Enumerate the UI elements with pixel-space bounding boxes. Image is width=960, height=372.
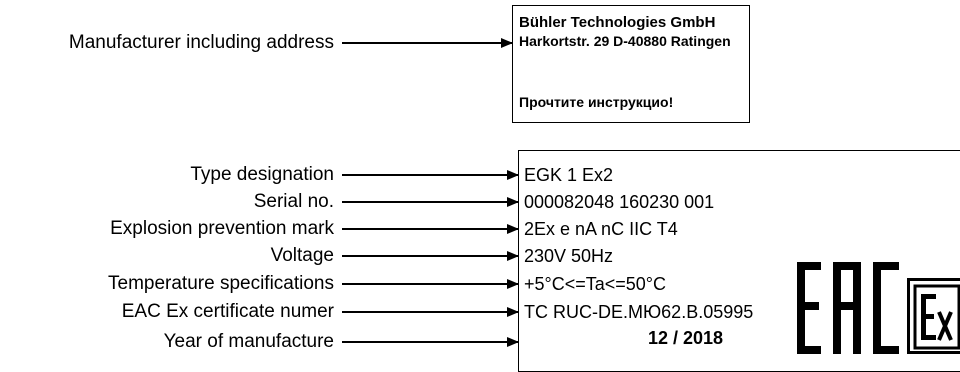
value-voltage: 230V 50Hz [524,245,613,267]
ex-mark-icon [907,278,960,354]
manufacturer-address: Harkortstr. 29 D-40880 Ratingen [519,32,731,51]
manufacturer-name: Bühler Technologies GmbH [519,13,715,32]
manufacturer-notice: Прочтите инструкцио! [519,93,673,112]
eac-mark-icon [797,262,899,354]
label-serial-no: Serial no. [254,191,334,213]
value-certificate: TC RUC-DE.МЮ62.В.05995 [524,301,753,323]
label-voltage: Voltage [271,245,334,267]
manufacturer-label: Manufacturer including address [69,32,334,54]
label-explosion-mark: Explosion prevention mark [110,218,334,240]
value-serial-no: 000082048 160230 001 [524,191,714,213]
label-type-designation: Type designation [190,164,334,186]
value-temperature: +5°C<=Ta<=50°C [524,273,666,295]
label-temperature: Temperature specifications [108,273,334,295]
value-year: 12 / 2018 [648,328,723,349]
value-explosion-mark: 2Ex e nA nC IIC T4 [524,218,678,240]
manufacturer-plate: Bühler Technologies GmbH Harkortstr. 29 … [512,5,750,123]
label-year: Year of manufacture [164,331,334,353]
value-type-designation: EGK 1 Ex2 [524,164,613,186]
label-certificate: EAC Ex certificate numer [122,301,334,323]
